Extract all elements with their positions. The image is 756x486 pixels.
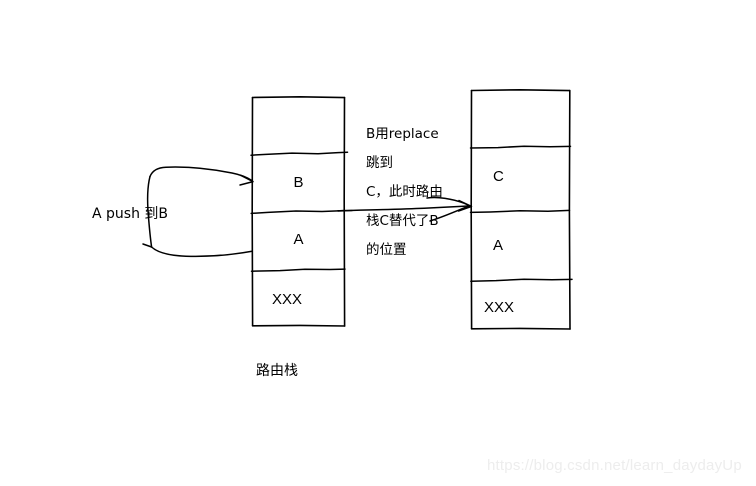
csdn-watermark: https://blog.csdn.net/learn_daydayUp (487, 457, 742, 474)
left-stack-dividers (250, 151, 349, 272)
right-stack-cell-2-label: A (493, 237, 504, 254)
right-stack-dividers (469, 145, 573, 282)
right-stack-cell-3-label: XXX (484, 299, 515, 316)
push-annotation-label: A push 到B (92, 206, 169, 222)
replace-note-line-5: 的位置 (366, 242, 407, 258)
left-stack-cell-3-label: XXX (272, 291, 303, 308)
replace-note-line-4: 栈C替代了B (366, 213, 439, 229)
replace-note-line-2: 跳到 (366, 155, 393, 171)
left-stack-cell-2-label: A (293, 231, 304, 248)
left-stack-cell-1-label: B (293, 174, 304, 191)
route-stack-caption: 路由栈 (256, 363, 298, 379)
replace-note-line-3: C，此时路由 (366, 184, 443, 200)
right-stack-outline (470, 89, 571, 330)
replace-note-line-1: B用replace (366, 126, 439, 142)
right-stack-cell-1-label: C (493, 168, 504, 185)
